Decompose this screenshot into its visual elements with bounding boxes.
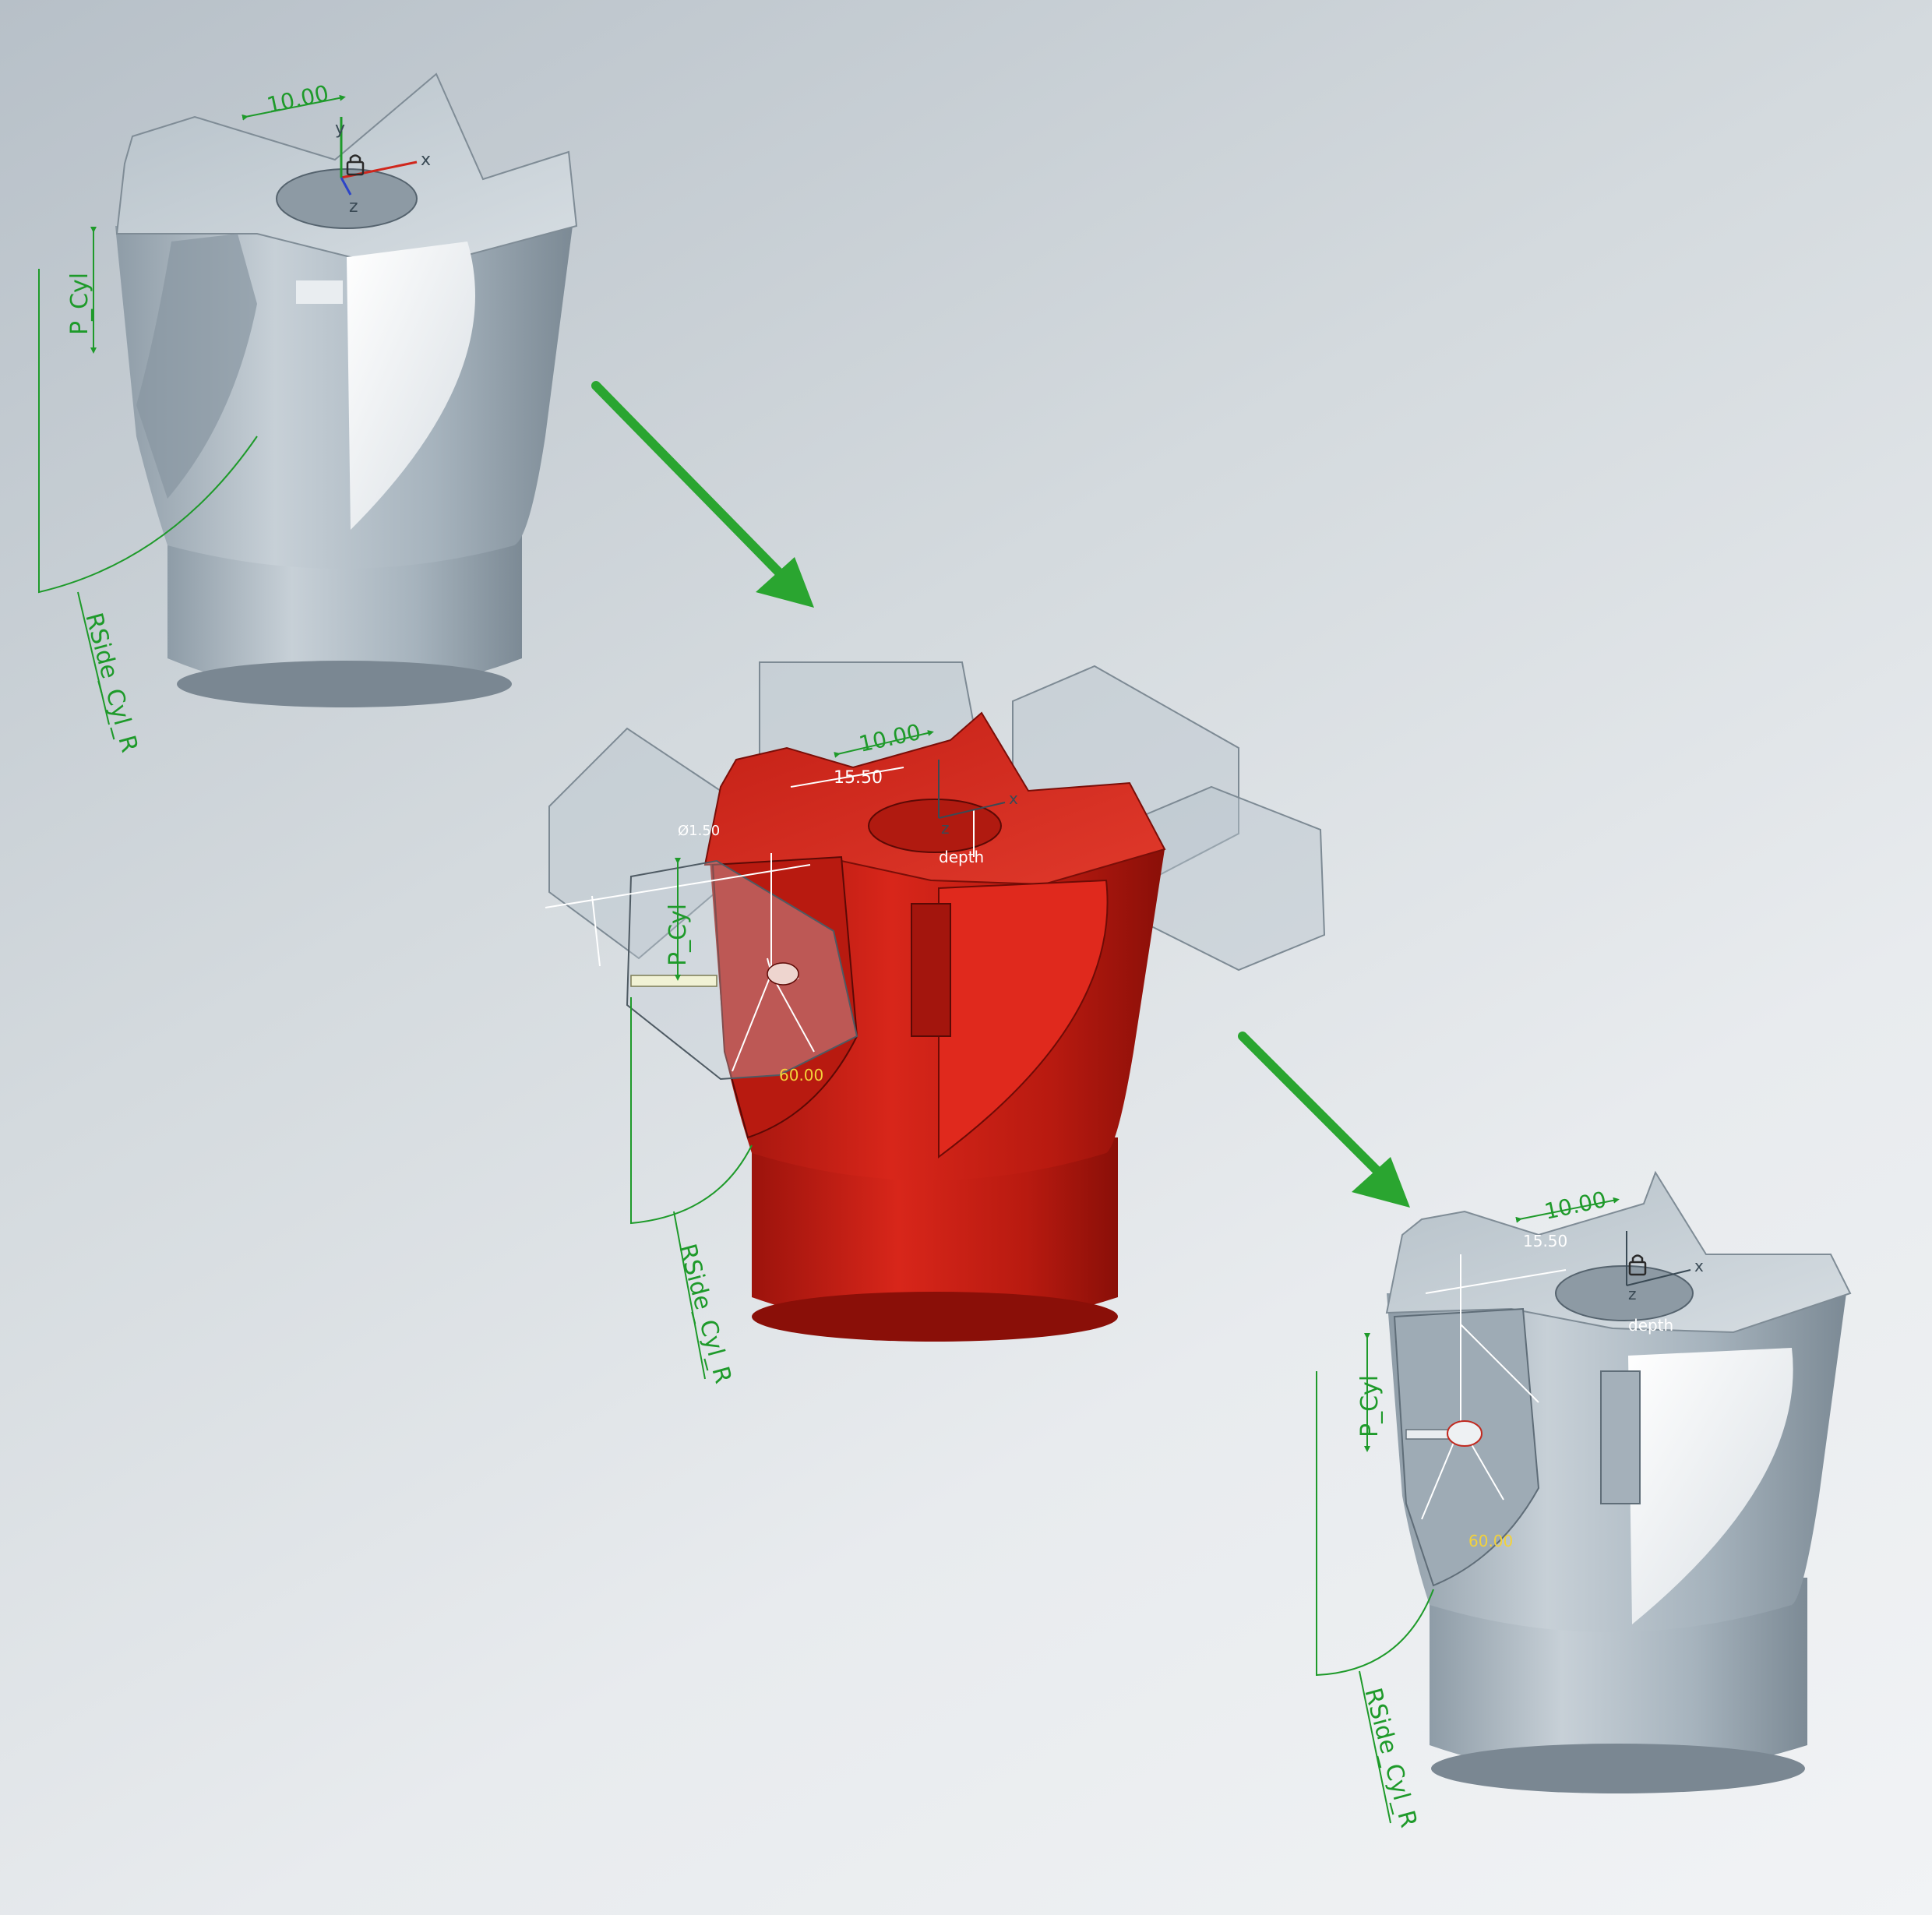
stage3-dimensions xyxy=(1316,1197,1620,1824)
stage1-axis-y-label: y xyxy=(335,119,345,139)
stage2-tool-pin xyxy=(630,975,717,987)
stage2-offset-dim: 15.50 xyxy=(834,768,883,788)
stage2-depth-dim: depth xyxy=(939,848,984,866)
stage1-flute-face xyxy=(347,242,475,530)
stage3-base xyxy=(1430,1578,1807,1776)
stage2-center-bore xyxy=(868,799,1002,853)
stage3-ball-end xyxy=(1447,1420,1482,1447)
stage1-axis-triad: x y z xyxy=(335,117,431,217)
stage3-cutter: 10.00 15.50 depth P_Cyl 60.00 RSide_Cyl_… xyxy=(1316,1170,1852,1830)
stage2-cutter: 10.00 15.50 Ø1.50 depth P_Cyl 60.00 RSid… xyxy=(545,661,1326,1386)
stage2-radius-dim: RSide_Cyl_R xyxy=(673,1241,736,1386)
stage1-center-bore xyxy=(276,168,418,229)
stage3-top-face xyxy=(1385,1170,1852,1334)
stage1-width-dim: 10.00 xyxy=(265,80,331,118)
stage3-axis-z-label: z xyxy=(1628,1285,1637,1303)
stage1-axis-x-label: x xyxy=(421,150,431,170)
stage1-slot xyxy=(296,280,343,304)
stage3-depth-dim: depth xyxy=(1628,1316,1673,1335)
stage2-flute-face xyxy=(938,879,1109,1159)
stage2-ball-end xyxy=(767,962,799,986)
stage2-base xyxy=(752,1137,1118,1328)
padlock-icon xyxy=(1628,1254,1647,1276)
stage2-angle-dim: 60.00 xyxy=(779,1066,823,1084)
process-arrow-2 xyxy=(1238,1032,1410,1208)
stage3-angle-dim: 60.00 xyxy=(1468,1532,1513,1550)
stage3-base-bottom xyxy=(1431,1744,1805,1793)
stage1-cutter: 10.00 P_Cyl RSide_Cyl_R x y z xyxy=(38,72,578,755)
padlock-icon xyxy=(346,154,365,176)
stage1-flute-shadow xyxy=(136,234,257,499)
stage1-base-bottom xyxy=(177,661,512,707)
stage2-pitch-dim: P_Cyl xyxy=(665,904,692,966)
stage3-offset-dim: 15.50 xyxy=(1523,1232,1567,1250)
stage3-center-bore xyxy=(1555,1265,1694,1321)
stage1-pitch-dim: P_Cyl xyxy=(66,273,93,335)
process-arrow-1 xyxy=(591,381,814,608)
stage3-slot xyxy=(1600,1370,1641,1504)
stage1-radius-dim: RSide_Cyl_R xyxy=(79,610,143,755)
stage2-dimensions xyxy=(630,730,934,1380)
stage2-slot xyxy=(911,903,951,1037)
stage3-radius-dim: RSide_Cyl_R xyxy=(1359,1685,1422,1830)
stage3-side-pocket xyxy=(1393,1307,1540,1587)
stage1-axis-z-label: z xyxy=(349,197,358,217)
stage2-axis-x-label: x xyxy=(1009,789,1018,808)
stage2-axis-triad: x z xyxy=(938,760,1018,838)
stage2-feature-boxes xyxy=(548,661,1326,972)
stage2-axis-z-label: z xyxy=(941,819,950,838)
stage2-base-bottom xyxy=(752,1292,1118,1342)
stage1-dimensions xyxy=(38,94,346,725)
stage3-flute-face xyxy=(1628,1348,1793,1624)
stage2-diameter-dim: Ø1.50 xyxy=(678,823,720,839)
stage3-pitch-dim: P_Cyl xyxy=(1356,1375,1384,1437)
stage3-axis-triad: x z xyxy=(1626,1231,1704,1303)
stage3-axis-x-label: x xyxy=(1694,1257,1704,1275)
